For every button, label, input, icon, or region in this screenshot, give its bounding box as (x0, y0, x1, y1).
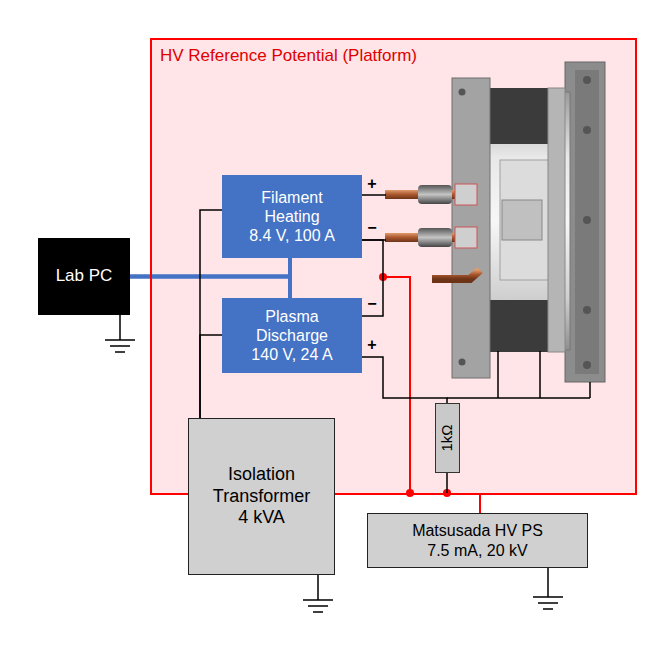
bolt (583, 361, 591, 369)
ground-symbol (303, 575, 333, 612)
transformer-box: Isolation Transformer4 kVA (188, 418, 335, 575)
bolt (583, 126, 591, 134)
wire-connector (130, 277, 290, 299)
source-center (502, 200, 542, 240)
wire-connector (479, 495, 481, 513)
gas-pipe (432, 270, 480, 279)
box-label: 8.4 V, 100 A (249, 226, 335, 245)
bolt (459, 89, 466, 96)
box-label: 140 V, 24 A (251, 345, 332, 364)
wire-connector (362, 240, 383, 316)
box-label: Matsusada HV PS (412, 521, 543, 540)
polarity-sign: + (364, 335, 380, 355)
box-label: Filament Heating (247, 188, 337, 226)
box-label: 4 kVA (238, 507, 285, 529)
source-flange-inner (575, 70, 599, 374)
bolt (583, 216, 591, 224)
polarity-sign: + (364, 174, 380, 194)
wire (362, 194, 386, 196)
source-ring (548, 88, 565, 352)
power-supply-box: Filament Heating8.4 V, 100 A (222, 175, 362, 258)
polarity-sign: − (364, 294, 380, 314)
source-window (500, 160, 552, 280)
box-label: Lab PC (56, 266, 113, 286)
rod-clamp (455, 184, 477, 205)
wire-connector (446, 473, 448, 494)
wire-connector (200, 335, 222, 418)
resistor-value: 1kΩ (438, 424, 456, 451)
wire-connector (130, 258, 290, 277)
hv-wire (383, 277, 410, 493)
ground-symbol (533, 568, 563, 609)
rod-plug (418, 228, 452, 247)
wire-connector (362, 357, 447, 403)
source-coil (490, 300, 552, 352)
computer-box: Lab PC (38, 238, 130, 315)
wire-connector (200, 210, 222, 418)
ground-symbol (105, 315, 135, 352)
junction-dot (406, 489, 414, 497)
source-plate (452, 78, 490, 378)
resistor-symbol: 1kΩ (435, 403, 460, 473)
hv-supply-box: Matsusada HV PS7.5 mA, 20 kV (367, 513, 588, 568)
bolt (583, 306, 591, 314)
wire (447, 351, 590, 398)
bolt (583, 76, 591, 84)
box-label: Plasma Discharge (247, 307, 337, 345)
box-label: 7.5 mA, 20 kV (427, 541, 528, 560)
rod-plug (418, 185, 452, 204)
region-title: HV Reference Potential (Platform) (160, 46, 627, 66)
bolt (459, 359, 466, 366)
source-flange (565, 62, 605, 382)
polarity-sign: − (364, 218, 380, 238)
rod-clamp (455, 227, 477, 248)
box-label: Isolation Transformer (199, 464, 324, 507)
power-supply-box: Plasma Discharge140 V, 24 A (222, 298, 362, 373)
source-coil (490, 88, 552, 144)
